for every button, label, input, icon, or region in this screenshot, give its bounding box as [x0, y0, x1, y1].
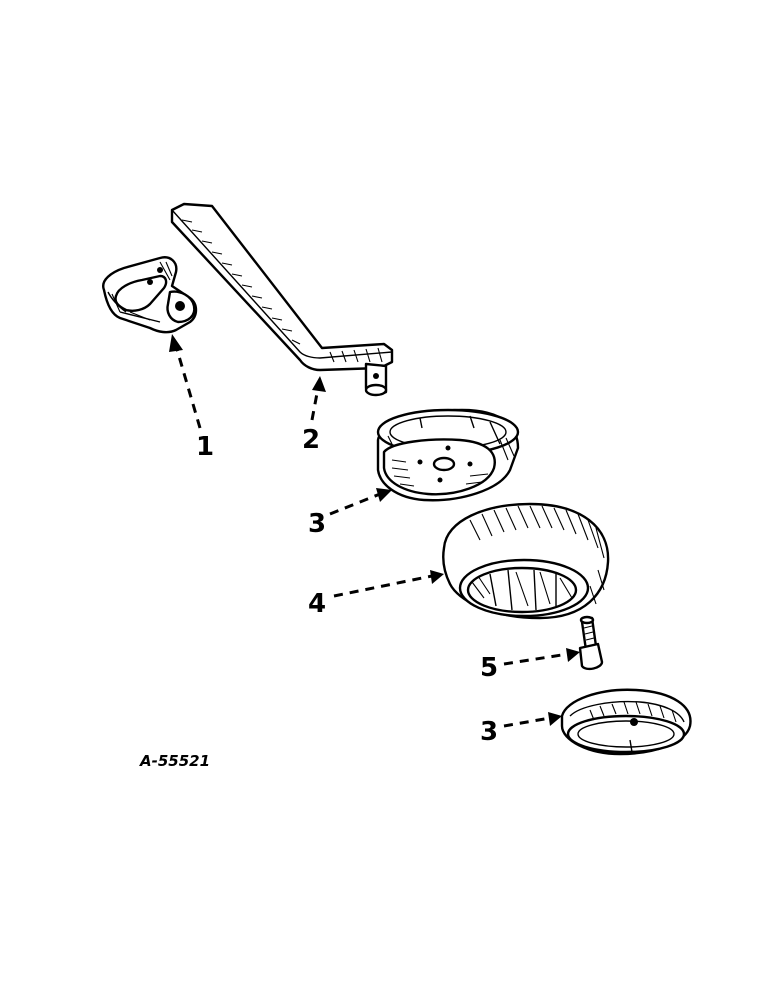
bracket-part [102, 256, 198, 334]
callout-3-lower-label: 3 [480, 717, 498, 747]
bolt-part [578, 615, 604, 671]
callout-3-lower-leader [503, 712, 562, 728]
callout-1-label: 1 [196, 432, 214, 462]
handle-part [170, 202, 394, 397]
callout-2-label: 2 [302, 425, 320, 455]
callout-4-label: 4 [308, 589, 326, 619]
callout-5-leader [503, 648, 580, 666]
callout-4-leader [333, 570, 444, 598]
callout-2-leader [310, 376, 326, 421]
wheel-half-upper-part [376, 408, 520, 502]
callout-1-leader [169, 334, 202, 429]
figure-reference: A-55521 [139, 752, 210, 770]
wheel-half-lower-part [560, 688, 692, 756]
callout-3-upper-leader [329, 488, 392, 516]
tire-part [442, 502, 610, 620]
callout-5-label: 5 [480, 653, 498, 683]
callout-3-upper-label: 3 [308, 509, 326, 539]
